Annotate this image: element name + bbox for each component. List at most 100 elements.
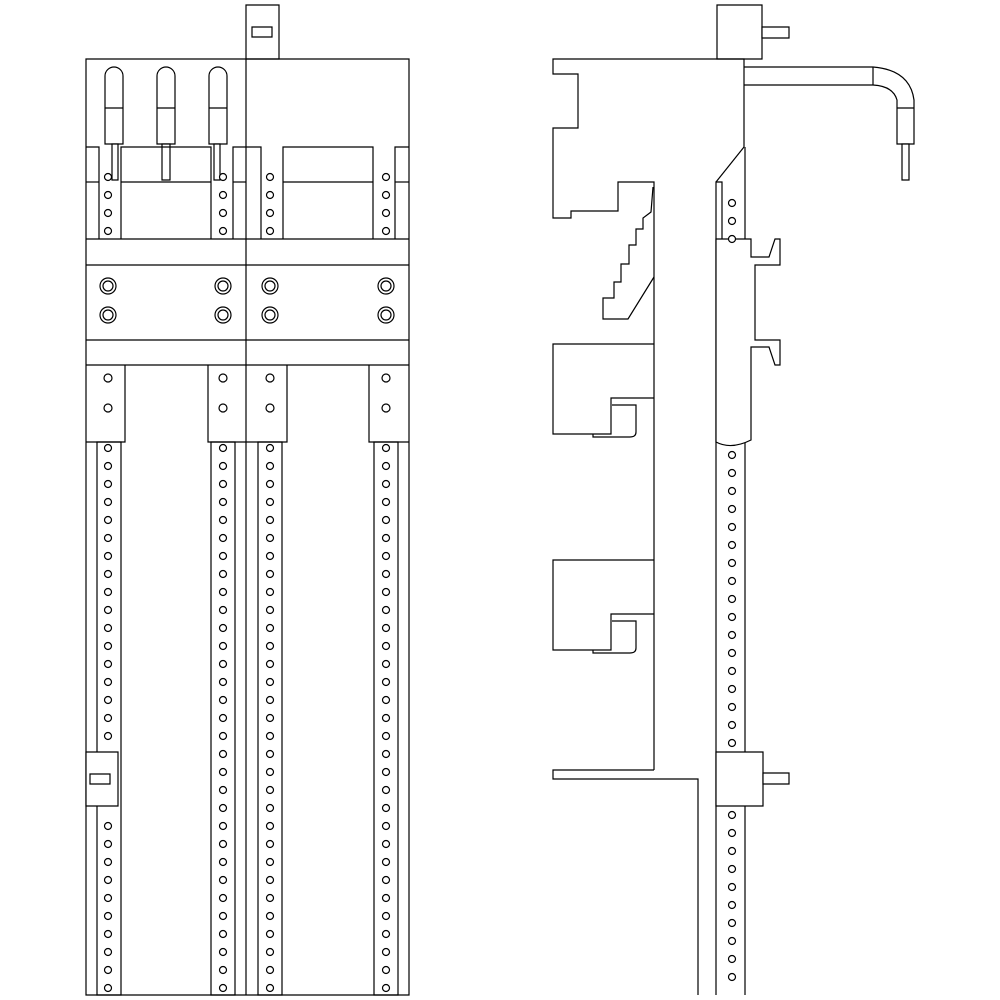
rail-hole	[267, 499, 274, 506]
rail-hole	[220, 733, 227, 740]
rail-hole	[729, 650, 736, 657]
rail-hole	[383, 859, 390, 866]
rail-hole	[267, 643, 274, 650]
rail-hole	[729, 506, 736, 513]
rail-hole	[383, 625, 390, 632]
rail-hole	[383, 985, 390, 992]
mounting-hook	[716, 239, 780, 446]
rail-hole	[729, 668, 736, 675]
rail-hole	[383, 805, 390, 812]
rail-hole	[383, 210, 390, 217]
rail-hole	[267, 607, 274, 614]
bracket-hole	[266, 374, 274, 382]
rail-hole	[105, 463, 112, 470]
rail-hole	[267, 967, 274, 974]
rail-hole	[105, 607, 112, 614]
rail-hole	[383, 174, 390, 181]
rail-hole	[105, 210, 112, 217]
rail-hole	[220, 643, 227, 650]
rail-hole	[105, 949, 112, 956]
rail-hole	[105, 877, 112, 884]
bolt-head	[218, 310, 228, 320]
bolt-head	[103, 310, 113, 320]
rail-hole	[383, 751, 390, 758]
rail-hole	[220, 877, 227, 884]
side-block	[553, 344, 654, 437]
rail-hole	[267, 697, 274, 704]
rail-hole	[105, 481, 112, 488]
rail-hole	[383, 463, 390, 470]
rail-hole	[105, 535, 112, 542]
rail-hole	[220, 841, 227, 848]
rail-hole	[383, 967, 390, 974]
rail-hole	[220, 499, 227, 506]
rail-hole	[220, 985, 227, 992]
top-tab-slot	[252, 27, 272, 37]
rail-hole	[267, 228, 274, 235]
rail-hole	[267, 913, 274, 920]
rail-hole	[105, 643, 112, 650]
rail-hole	[729, 524, 736, 531]
rail-hole	[220, 553, 227, 560]
rail-hole	[383, 589, 390, 596]
rail-hole	[105, 841, 112, 848]
bolt-head	[381, 281, 391, 291]
rail-hole	[220, 859, 227, 866]
rail-hole	[383, 643, 390, 650]
rail-hole	[220, 967, 227, 974]
side-block	[553, 560, 654, 653]
rail-hole	[267, 679, 274, 686]
rail-hole	[105, 679, 112, 686]
rail-hole	[267, 661, 274, 668]
rail-hole	[220, 931, 227, 938]
rail-hole	[729, 596, 736, 603]
rail-hole	[220, 805, 227, 812]
rail-hole	[729, 236, 736, 243]
side-rail	[716, 182, 722, 995]
bolt-head	[265, 310, 275, 320]
rail-hole	[267, 733, 274, 740]
rail-hole	[220, 192, 227, 199]
rail-clip	[86, 752, 118, 806]
rail-hole	[729, 830, 736, 837]
rail-hole	[105, 913, 112, 920]
front-view	[86, 5, 409, 995]
rail-hole	[729, 452, 736, 459]
rail-hole	[105, 625, 112, 632]
bolt-head	[265, 281, 275, 291]
rail-hole	[729, 866, 736, 873]
rail-hole	[105, 589, 112, 596]
rail-hole	[383, 679, 390, 686]
bottom-flange	[553, 770, 698, 995]
rail-hole	[220, 210, 227, 217]
rail-hole	[383, 553, 390, 560]
rail-hole	[105, 445, 112, 452]
rail-hole	[220, 228, 227, 235]
rail-hole	[729, 722, 736, 729]
rail-hole	[267, 174, 274, 181]
rail-hole	[267, 535, 274, 542]
rail-hole	[729, 812, 736, 819]
rail-hole	[220, 895, 227, 902]
rail-hole	[383, 877, 390, 884]
rail-hole	[220, 715, 227, 722]
bracket-hole	[266, 404, 274, 412]
rail-hole	[383, 192, 390, 199]
rail-hole	[267, 715, 274, 722]
rail-hole	[267, 787, 274, 794]
rail-hole	[105, 192, 112, 199]
rail-hole	[220, 607, 227, 614]
rail-hole	[729, 560, 736, 567]
bracket-hole	[104, 404, 112, 412]
cable	[744, 67, 914, 180]
rail-hole	[220, 787, 227, 794]
rail-hole	[267, 823, 274, 830]
rail-hole	[267, 553, 274, 560]
rail-hole	[220, 697, 227, 704]
rail-hole	[105, 517, 112, 524]
rail-hole	[220, 517, 227, 524]
rail-hole	[729, 470, 736, 477]
fuse	[157, 67, 175, 180]
top-tab	[246, 5, 279, 59]
rail-hole	[383, 697, 390, 704]
